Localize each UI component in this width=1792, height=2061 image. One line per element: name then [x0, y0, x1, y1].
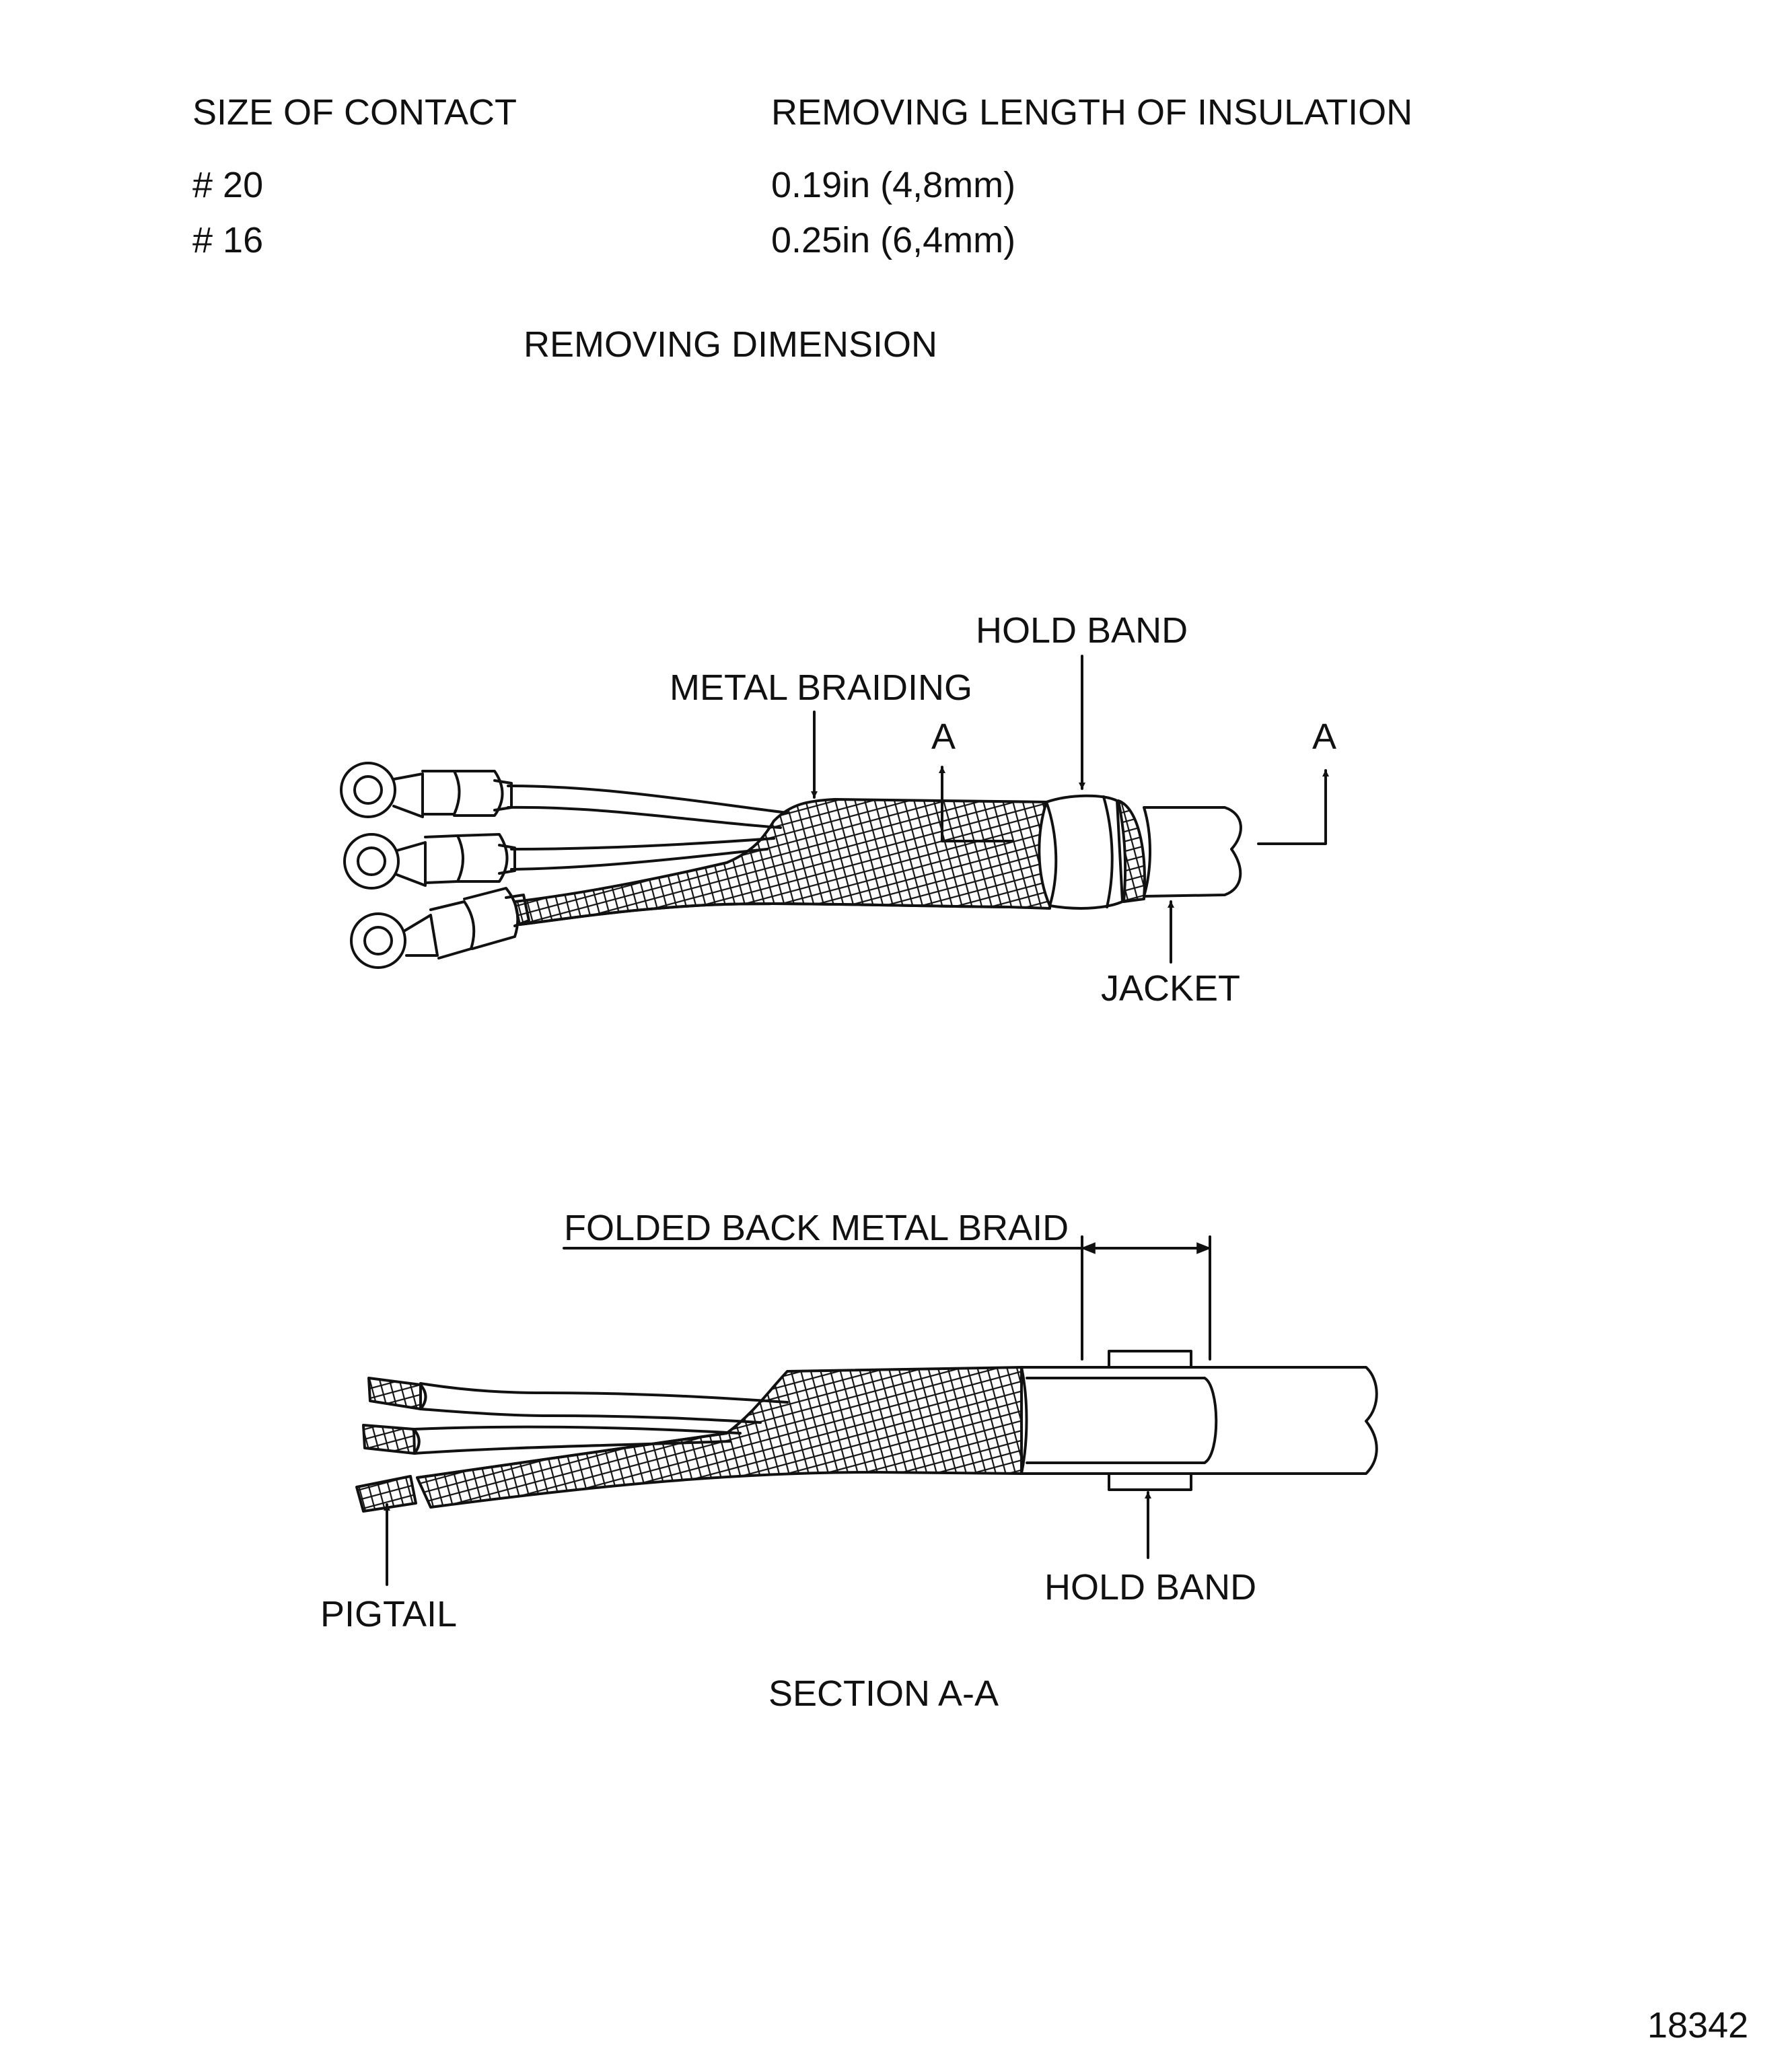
hold-band-ring	[1038, 794, 1124, 910]
table-header-length: REMOVING LENGTH OF INSULATION	[771, 92, 1413, 133]
ring-terminal-3	[350, 887, 530, 969]
label-section-a-left: A	[931, 717, 956, 757]
hold-band-section	[1108, 1350, 1192, 1491]
label-section-a-right: A	[1312, 717, 1337, 757]
wire-2	[510, 837, 775, 871]
ring-terminal-1	[340, 762, 513, 818]
ring-terminal-2	[343, 833, 516, 890]
figure1-title: REMOVING DIMENSION	[524, 324, 938, 365]
figure2-drawing	[355, 1235, 1378, 1586]
figure2-caption: SECTION A-A	[768, 1673, 999, 1714]
label-folded-back-metal-braid: FOLDED BACK METAL BRAID	[564, 1208, 1069, 1248]
figure1-drawing	[340, 655, 1329, 969]
conductor-2	[362, 1424, 416, 1455]
jacket-section	[1020, 1366, 1378, 1475]
label-hold-band-top: HOLD BAND	[976, 610, 1188, 651]
jacket	[1143, 806, 1242, 898]
figure-number: 18342	[1647, 2005, 1749, 2046]
table-cell-length-2: 0.25in (6,4mm)	[771, 220, 1016, 260]
table-cell-length-1: 0.19in (4,8mm)	[771, 165, 1016, 205]
table-cell-size-1: # 20	[192, 165, 264, 205]
label-metal-braiding: METAL BRAIDING	[670, 667, 973, 708]
table-header-size: SIZE OF CONTACT	[192, 92, 517, 133]
label-hold-band-bottom: HOLD BAND	[1044, 1567, 1257, 1607]
conductor-1	[367, 1377, 422, 1410]
metal-braid-folded	[416, 1366, 1023, 1509]
label-jacket: JACKET	[1101, 968, 1241, 1009]
label-pigtail: PIGTAIL	[320, 1594, 458, 1634]
wire-1	[507, 785, 789, 829]
table-cell-size-2: # 16	[192, 220, 264, 260]
pigtail-strand	[355, 1475, 417, 1513]
